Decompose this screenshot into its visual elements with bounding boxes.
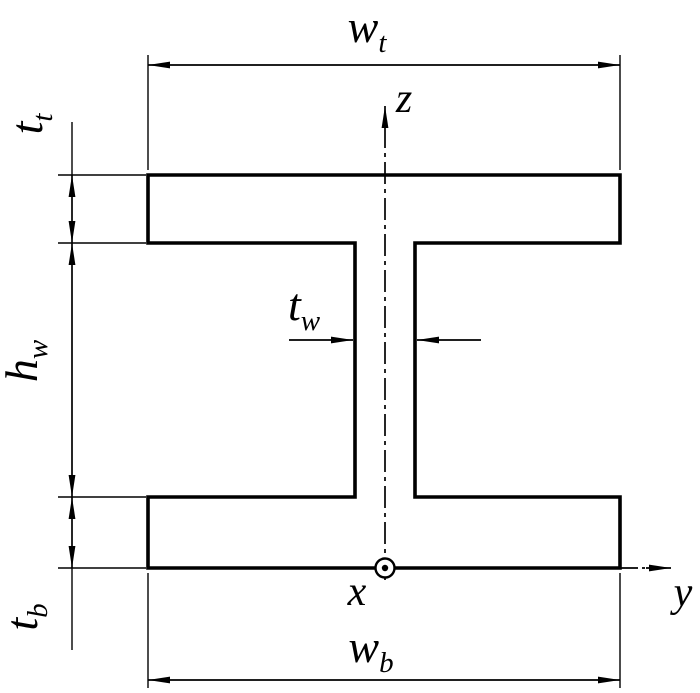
label-z-axis: z (395, 76, 413, 122)
label-y-axis: y (673, 570, 693, 616)
label-wt: wt (347, 0, 387, 60)
i-beam-outline (146, 173, 622, 570)
extension-lines (58, 55, 621, 688)
label-tw: tw (287, 278, 321, 338)
origin-marker (374, 557, 396, 579)
label-hw: hw (0, 339, 55, 383)
label-x-axis: x (347, 569, 367, 615)
label-tt: tt (0, 113, 60, 135)
label-tb: tb (0, 603, 55, 631)
label-wb: wb (348, 620, 394, 680)
